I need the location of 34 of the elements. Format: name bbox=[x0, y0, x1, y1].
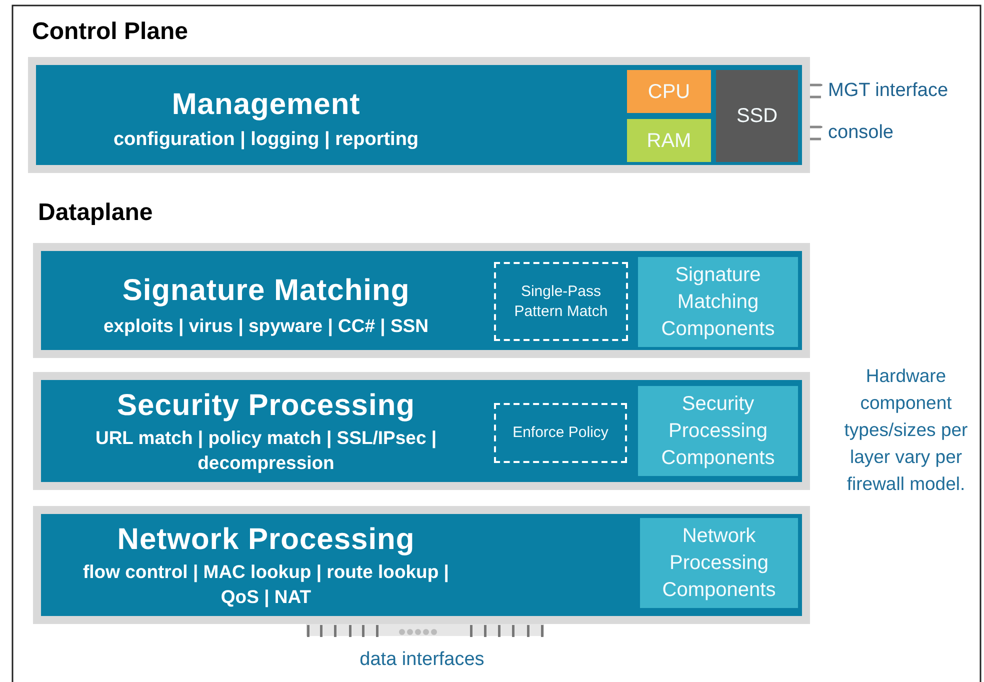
layer-box bbox=[33, 506, 810, 624]
note-text: Hardware component types/sizes per layer vary per firewall model. bbox=[843, 364, 969, 496]
component-label: Signature Matching Components bbox=[660, 262, 776, 342]
hardware-box bbox=[627, 119, 711, 162]
layer-title: Security Processing bbox=[116, 388, 416, 424]
component-box bbox=[638, 257, 798, 347]
layer-subtitle: URL match | policy match | SSL/IPsec | decompression bbox=[94, 426, 438, 475]
component-box bbox=[638, 386, 798, 476]
component-label: Enforce Policy bbox=[512, 423, 610, 443]
port-label: MGT interface bbox=[828, 79, 950, 103]
port-label: data interfaces bbox=[358, 648, 486, 672]
layer-title: Network Processing bbox=[116, 522, 416, 558]
layer-box bbox=[33, 243, 810, 358]
layer-subtitle: flow control | MAC lookup | route lookup | QoS | NAT bbox=[82, 560, 450, 609]
layer-subtitle: configuration | logging | reporting bbox=[112, 128, 420, 152]
layer-box bbox=[33, 372, 810, 490]
component-label: Single-Pass Pattern Match bbox=[513, 282, 609, 322]
section-heading: Control Plane bbox=[32, 20, 190, 44]
hardware-label: SSD bbox=[735, 104, 779, 128]
hardware-box bbox=[716, 70, 798, 162]
dashed-box bbox=[494, 403, 627, 463]
hardware-box bbox=[627, 70, 711, 113]
hardware-label: RAM bbox=[646, 128, 692, 152]
layer-box bbox=[28, 57, 810, 173]
hardware-label: CPU bbox=[646, 80, 692, 104]
layer-subtitle: exploits | virus | spyware | CC# | SSN bbox=[102, 314, 430, 338]
port-label: console bbox=[828, 121, 894, 145]
component-label: Security Processing Components bbox=[660, 392, 776, 470]
layer-title: Signature Matching bbox=[121, 273, 411, 309]
section-heading: Dataplane bbox=[38, 201, 154, 225]
component-label: Network Processing Components bbox=[661, 524, 777, 602]
dashed-box bbox=[494, 262, 628, 341]
component-box bbox=[640, 518, 798, 608]
layer-title: Management bbox=[170, 87, 362, 123]
